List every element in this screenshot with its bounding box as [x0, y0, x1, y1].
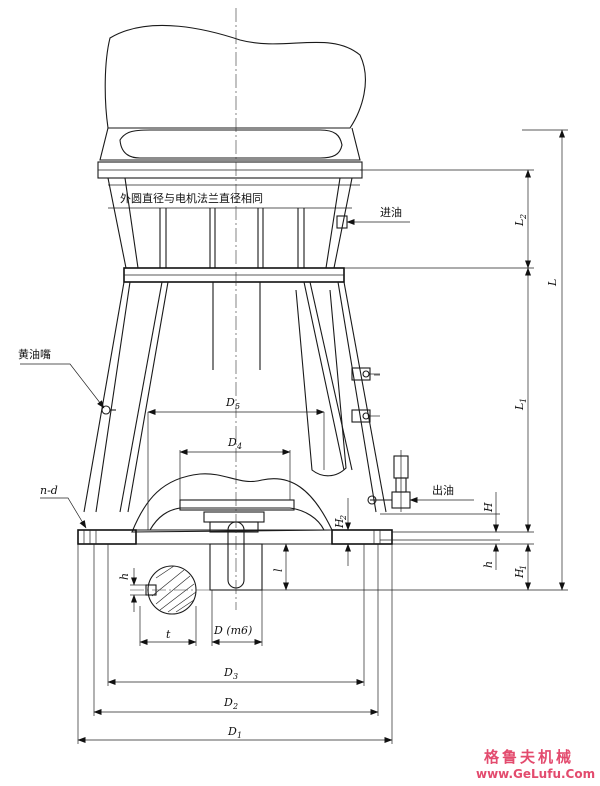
- dim-h-left: h: [118, 573, 131, 580]
- dim-D5: D 5: [225, 396, 240, 411]
- dim-L1: L 1: [513, 398, 528, 411]
- leaders: [20, 219, 474, 529]
- flange-note: 外圆直径与电机法兰直径相同: [120, 191, 263, 205]
- dim-D4: D 4: [227, 436, 242, 451]
- svg-text:D: D: [227, 436, 237, 449]
- svg-text:2: 2: [339, 515, 348, 521]
- oil-in-label: 进油: [380, 205, 402, 219]
- dim-l: l: [272, 568, 285, 572]
- svg-text:4: 4: [236, 442, 242, 451]
- gear-housing: [131, 473, 333, 533]
- svg-text:L: L: [513, 403, 526, 411]
- grease-nipple-label: 黄油嘴: [18, 347, 51, 361]
- svg-text:H: H: [333, 518, 346, 529]
- upper-frame: [97, 127, 363, 269]
- base-plate: [77, 529, 393, 545]
- dim-H: H: [482, 502, 495, 513]
- dim-h-right: h: [482, 561, 495, 568]
- dim-D-m6: D (m6): [213, 624, 252, 637]
- watermark-url: www.GeLufu.Com: [476, 767, 595, 781]
- svg-text:5: 5: [235, 402, 240, 411]
- dim-D2: D 2: [223, 696, 238, 711]
- dim-t: t: [166, 628, 171, 641]
- oil-outlet-valve: [367, 450, 411, 512]
- motor-body: [104, 24, 366, 159]
- lower-frame: [83, 281, 387, 513]
- watermark-brand: 格鲁夫机械: [484, 748, 574, 766]
- svg-text:3: 3: [233, 672, 238, 681]
- middle-ring: [123, 267, 345, 283]
- svg-text:1: 1: [519, 565, 528, 570]
- dim-H2: H 2: [333, 515, 348, 529]
- dim-D1: D 1: [227, 725, 242, 740]
- dim-L: L: [546, 279, 559, 287]
- svg-text:2: 2: [232, 702, 238, 711]
- svg-text:D: D: [225, 396, 235, 409]
- dimension-lines-bottom: [77, 409, 393, 744]
- dim-L2: L 2: [513, 214, 528, 227]
- svg-text:D: D: [223, 666, 233, 679]
- dim-D3: D 3: [223, 666, 238, 681]
- svg-text:D: D: [227, 725, 237, 738]
- dim-H1: H 1: [513, 565, 528, 579]
- extension-lines-right: [262, 129, 568, 591]
- holes-label: n-d: [40, 484, 58, 497]
- svg-text:D: D: [223, 696, 233, 709]
- svg-text:H: H: [513, 568, 526, 579]
- svg-text:1: 1: [519, 398, 528, 403]
- svg-text:1: 1: [237, 731, 242, 740]
- dimension-lines-right: [264, 129, 565, 591]
- svg-text:L: L: [513, 219, 526, 227]
- svg-text:2: 2: [519, 214, 528, 220]
- oil-out-label: 出油: [432, 483, 454, 497]
